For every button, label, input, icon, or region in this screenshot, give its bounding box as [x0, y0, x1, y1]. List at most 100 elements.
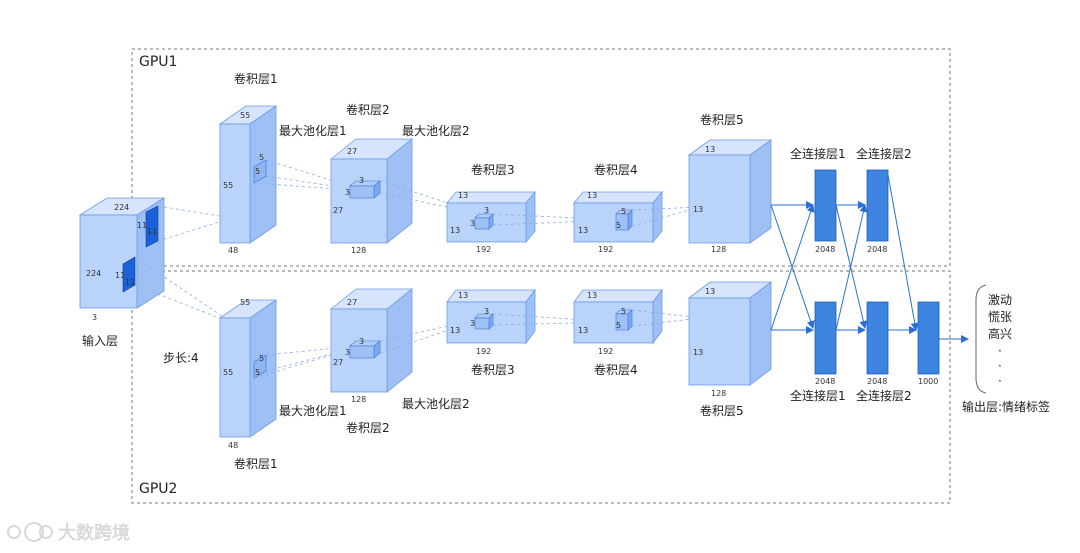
bottom-conv3-k-b: 3: [470, 319, 475, 328]
input-layer-block: [78, 197, 166, 309]
bottom-conv4-block: [573, 288, 663, 345]
bottom-conv4-k-a: 5: [621, 307, 626, 316]
input-kernel-a: 11: [137, 221, 147, 230]
bottom-conv2-dim-a: 27: [347, 298, 357, 307]
bottom-conv2-kernel: [349, 345, 375, 359]
output-bracket: [975, 284, 987, 394]
input-kernel-b: 11: [147, 227, 157, 236]
bottom-conv5-dim-b: 13: [693, 348, 703, 357]
top-conv3-k-a: 3: [484, 206, 489, 215]
top-conv1-label: 卷积层1: [234, 71, 278, 86]
bottom-fc1-bar: [814, 301, 837, 375]
top-conv2-block: [329, 138, 414, 244]
output-item-3: 高兴: [988, 326, 1012, 341]
bottom-conv4-dim-a: 13: [587, 291, 597, 300]
top-conv5-dim-b: 13: [693, 205, 703, 214]
bottom-conv1-block: [218, 299, 278, 438]
bottom-conv4-dim-b: 13: [578, 326, 588, 335]
bottom-conv1-k-b: 5: [255, 368, 260, 377]
bottom-conv3-depth: 192: [476, 347, 491, 356]
input-kernel-d: 11: [125, 278, 135, 287]
bottom-conv1-depth: 48: [228, 441, 238, 450]
input-depth: 3: [92, 313, 97, 322]
top-fc1-bar: [814, 169, 837, 242]
bottom-conv2-label: 卷积层2: [346, 420, 390, 435]
top-pool1-label: 最大池化层1: [279, 124, 347, 138]
top-fc2-size: 2048: [867, 245, 887, 254]
top-conv1-depth: 48: [228, 246, 238, 255]
bottom-fc2-bar: [866, 301, 889, 375]
bottom-conv2-block: [329, 288, 414, 393]
top-conv3-kernel: [474, 217, 490, 230]
top-conv2-depth: 128: [351, 246, 366, 255]
output-item-4: ·: [998, 344, 1002, 358]
output-item-6: ·: [998, 374, 1002, 388]
bottom-conv2-k-b: 3: [345, 348, 350, 357]
top-conv3-k-b: 3: [470, 219, 475, 228]
top-conv4-k-a: 5: [621, 207, 626, 216]
bottom-fc1-label: 全连接层1: [790, 388, 846, 403]
bottom-conv2-depth: 128: [351, 395, 366, 404]
output-item-2: 慌张: [988, 310, 1012, 324]
bottom-fc2-size: 2048: [867, 377, 887, 386]
top-conv5-depth: 128: [711, 245, 726, 254]
output-item-5: ·: [998, 359, 1002, 373]
top-conv2-k-a: 3: [359, 176, 364, 185]
bottom-fc2-label: 全连接层2: [856, 388, 912, 403]
top-conv5-label: 卷积层5: [700, 112, 744, 127]
top-conv4-dim-a: 13: [587, 191, 597, 200]
input-kernel-c: 11: [115, 271, 125, 280]
top-conv4-kernel: [615, 213, 629, 231]
top-conv2-dim-a: 27: [347, 147, 357, 156]
bottom-conv1-label: 卷积层1: [234, 456, 278, 471]
fc3-bar: [917, 301, 940, 375]
gpu2-label: GPU2: [139, 481, 177, 497]
bottom-pool1-label: 最大池化层1: [279, 404, 347, 418]
bottom-conv2-k-a: 3: [359, 337, 364, 346]
top-conv5-dim-a: 13: [705, 145, 715, 154]
watermark-text: 大数跨境: [58, 522, 130, 544]
bottom-conv4-k-b: 5: [616, 321, 621, 330]
input-dim-w: 224: [114, 203, 129, 212]
top-conv3-block: [446, 190, 536, 244]
top-conv2-label: 卷积层2: [346, 102, 390, 117]
output-item-1: 激动: [988, 293, 1012, 307]
bottom-conv5-label: 卷积层5: [700, 403, 744, 418]
output-layer-label: 输出层:情绪标签: [962, 399, 1050, 414]
bottom-conv3-block: [446, 288, 536, 345]
top-conv2-kernel: [349, 185, 375, 199]
top-conv4-depth: 192: [598, 245, 613, 254]
top-conv1-k-a: 5: [259, 153, 264, 162]
bottom-conv2-dim-b: 27: [333, 358, 343, 367]
top-conv2-k-b: 3: [345, 188, 350, 197]
top-conv4-label: 卷积层4: [594, 162, 638, 177]
top-conv5-block: [687, 139, 773, 244]
bottom-pool2-label: 最大池化层2: [402, 397, 470, 411]
bottom-fc1-size: 2048: [815, 377, 835, 386]
watermark: 大数跨境: [7, 522, 130, 544]
input-dim-h: 224: [86, 269, 101, 278]
bottom-conv1-k-a: 5: [259, 354, 264, 363]
top-fc2-bar: [866, 169, 889, 242]
gpu2-region: [131, 270, 951, 504]
bottom-conv1-dim-a: 55: [240, 298, 250, 307]
bottom-conv3-dim-a: 13: [458, 291, 468, 300]
stride-label: 步长:4: [163, 351, 199, 365]
top-pool2-label: 最大池化层2: [402, 124, 470, 138]
fc3-size: 1000: [918, 377, 938, 386]
top-conv3-dim-b: 13: [450, 226, 460, 235]
top-fc1-label: 全连接层1: [790, 146, 846, 161]
top-conv3-dim-a: 13: [458, 191, 468, 200]
gpu1-region: [131, 48, 951, 267]
top-conv3-label: 卷积层3: [471, 162, 515, 177]
bottom-conv1-dim-b: 55: [223, 368, 233, 377]
bottom-conv5-dim-a: 13: [705, 287, 715, 296]
bottom-conv4-depth: 192: [598, 347, 613, 356]
top-conv1-dim-a: 55: [240, 111, 250, 120]
bottom-conv3-label: 卷积层3: [471, 362, 515, 377]
top-fc2-label: 全连接层2: [856, 146, 912, 161]
bottom-conv4-kernel: [615, 313, 629, 331]
bottom-conv4-label: 卷积层4: [594, 362, 638, 377]
bottom-conv5-block: [687, 281, 773, 386]
